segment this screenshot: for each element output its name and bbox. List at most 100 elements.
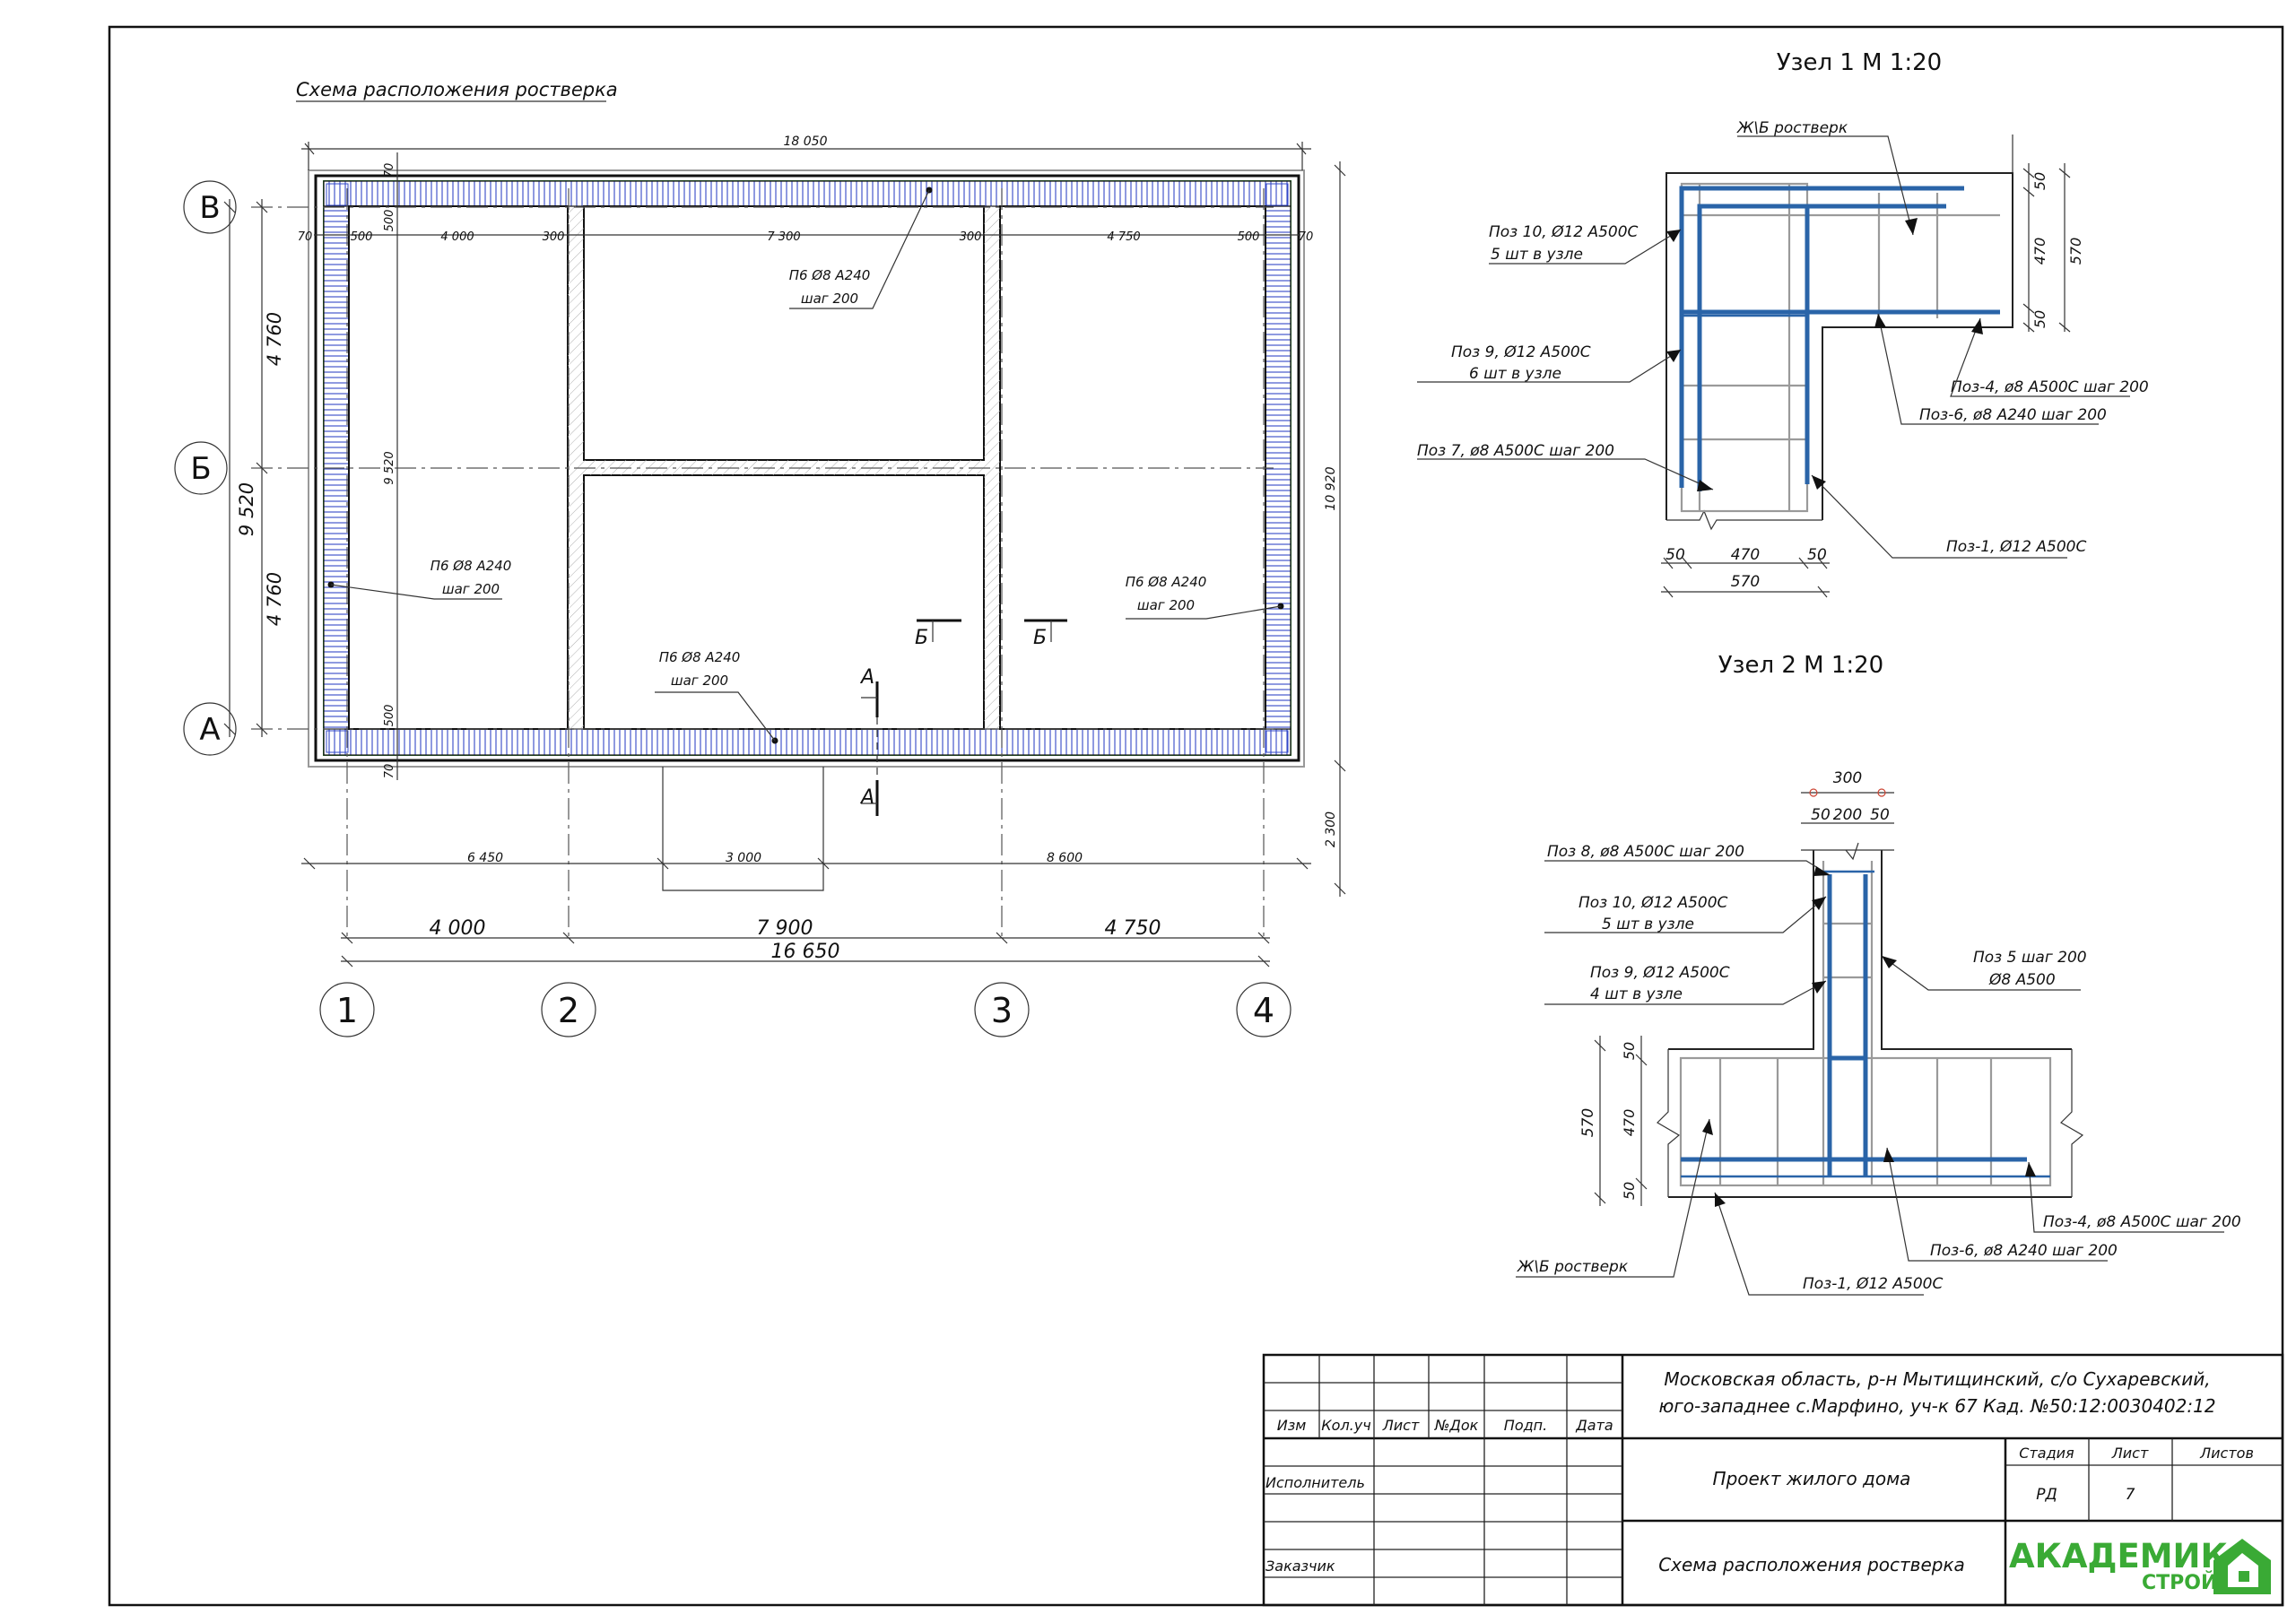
node2-poz8: Поз 8, ø8 А500С шаг 200 (1547, 843, 1744, 861)
tb-h-koluch: Кол.уч (1321, 1417, 1370, 1434)
dim-top-0: 70 (298, 230, 313, 244)
node2-vdim-570: 570 (1579, 1108, 1597, 1137)
dim-bot2-1: 7 900 (757, 917, 813, 940)
dim-9520: 9 520 (236, 482, 257, 536)
node1-poz4: Поз-4, ø8 А500С шаг 200 (1951, 378, 2149, 396)
logo-sub-text: СТРОЙ (2142, 1571, 2217, 1594)
node2-poz1: Поз-1, Ø12 А500С (1803, 1275, 1943, 1293)
axis-label-3: 3 (991, 991, 1013, 1030)
node-2-detail: Узел 2 М 1:20 300 50 200 50 (1516, 652, 2241, 1296)
node2-vdim-470: 470 (1621, 1109, 1638, 1137)
plan-title: Схема расположения ростверка (296, 79, 618, 100)
callout-2-l1: П6 Ø8 А240 (430, 558, 512, 574)
dim-4760-top: 4 760 (264, 312, 285, 366)
node1-vdim-570: 570 (2067, 238, 2084, 265)
node2-dim-300: 300 (1833, 769, 1862, 787)
tb-sheet: 7 (2126, 1486, 2135, 1504)
node1-dim-50a: 50 (1665, 546, 1685, 564)
axis-bubble-1 (319, 982, 375, 1037)
node1-dim-570: 570 (1731, 573, 1760, 591)
callout-3-l2: шаг 200 (671, 673, 728, 689)
node1-poz6: Поз-6, ø8 А240 шаг 200 (1919, 406, 2107, 424)
axis-bubble-2 (541, 982, 596, 1037)
dim-side-top-500: 500 (383, 210, 396, 232)
foundation-plan: Схема расположения ростверка (174, 79, 1346, 1037)
tb-h-podp: Подп. (1504, 1417, 1547, 1434)
node2-poz10-l1: Поз 10, Ø12 А500С (1578, 894, 1728, 912)
tb-customer: Заказчик (1265, 1558, 1335, 1575)
section-b-right: Б (1033, 627, 1047, 649)
dim-side-top-70: 70 (383, 163, 396, 178)
dim-overall-height: 10 920 (1324, 466, 1338, 510)
node1-title: Узел 1 М 1:20 (1777, 49, 1942, 76)
callout-4-l2: шаг 200 (1137, 597, 1195, 613)
dim-top-4: 7 300 (767, 230, 800, 244)
axis-label-4: 4 (1253, 991, 1274, 1030)
dim-top-6: 4 750 (1107, 230, 1140, 244)
callout-3-l1: П6 Ø8 А240 (659, 649, 741, 665)
axis-bubble-4 (1236, 982, 1292, 1037)
dim-side-bot-500: 500 (383, 705, 396, 727)
callout-2-l2: шаг 200 (442, 581, 500, 597)
tb-sheet-header: Лист (2111, 1445, 2149, 1462)
tb-h-ndok: №Док (1434, 1417, 1479, 1434)
axis-bubble-a (183, 702, 237, 756)
node2-poz4: Поз-4, ø8 А500С шаг 200 (2043, 1213, 2241, 1231)
node2-dim-50b: 50 (1870, 806, 1890, 824)
dim-bot2-0: 4 000 (430, 917, 486, 940)
dim-4760-bot: 4 760 (264, 572, 285, 626)
axis-bubble-v (183, 180, 237, 234)
dim-bot2-2: 4 750 (1105, 917, 1161, 940)
tb-h-list: Лист (1382, 1417, 1420, 1434)
dim-bot1-2: 8 600 (1047, 851, 1083, 865)
node2-vdim-50a: 50 (1621, 1042, 1638, 1060)
node1-poz9-l2: 6 шт в узле (1469, 365, 1561, 383)
beam-top (323, 180, 1292, 207)
node1-vdim-470: 470 (2031, 238, 2048, 265)
axis-label-v: В (199, 190, 220, 226)
beam-bottom (323, 728, 1292, 756)
dim-bot1-0: 6 450 (467, 851, 503, 865)
node2-dim-50a: 50 (1811, 806, 1831, 824)
node1-dim-470: 470 (1731, 546, 1760, 564)
axis-label-2: 2 (558, 991, 579, 1030)
tb-h-data: Дата (1575, 1417, 1613, 1434)
section-a-top: А (859, 666, 874, 689)
dim-2300: 2 300 (1324, 812, 1338, 847)
node1-dim-50b: 50 (1807, 546, 1827, 564)
dim-top-1: 500 (351, 230, 373, 244)
tb-sheets-header: Листов (2199, 1445, 2254, 1462)
cell-mid-top (583, 205, 985, 461)
tb-stage-header: Стадия (2019, 1445, 2074, 1462)
title-block: Изм Кол.уч Лист №Док Подп. Дата Исполнит… (1262, 1353, 2284, 1607)
node2-title: Узел 2 М 1:20 (1718, 652, 1883, 679)
tb-address-l1: Московская область, р-н Мытищинский, с/о… (1664, 1368, 2210, 1390)
logo-main-text: АКАДЕМИК (2009, 1537, 2228, 1575)
dim-side-bot-70: 70 (383, 764, 396, 779)
dim-inner-9520: 9 520 (383, 451, 396, 484)
axis-label-a: А (199, 712, 220, 748)
tb-executor: Исполнитель (1265, 1474, 1365, 1491)
node1-vdim-50b: 50 (2031, 310, 2048, 328)
dim-bot1-1: 3 000 (726, 851, 761, 865)
node1-poz10-l1: Поз 10, Ø12 А500С (1489, 223, 1639, 241)
dim-top-3: 300 (543, 230, 565, 244)
node1-vdim-50a: 50 (2031, 172, 2048, 190)
node2-rostverk-label: Ж\Б ростверк (1517, 1258, 1629, 1276)
node1-poz10-l2: 5 шт в узле (1491, 246, 1583, 264)
callout-4-l1: П6 Ø8 А240 (1126, 574, 1207, 590)
node1-poz1: Поз-1, Ø12 А500С (1946, 538, 2086, 556)
node-1-detail: Узел 1 М 1:20 Ж\Б ростверк Поз 10, Ø12 А… (1417, 49, 2149, 598)
tb-stage: РД (2036, 1486, 2057, 1504)
node2-poz5-l1: Поз 5 шаг 200 (1973, 949, 2087, 967)
node2-poz9-l2: 4 шт в узле (1590, 985, 1683, 1003)
node2-poz5-l2: Ø8 А500 (1988, 971, 2056, 989)
axis-label-1: 1 (336, 991, 358, 1030)
node2-poz6: Поз-6, ø8 А240 шаг 200 (1930, 1242, 2118, 1260)
section-b-left: Б (915, 627, 928, 649)
cell-mid-bottom (583, 474, 985, 730)
tb-h-izm: Изм (1277, 1417, 1307, 1434)
dim-top-8: 70 (1299, 230, 1314, 244)
tb-address-l2: юго-западнее с.Марфино, уч-к 67 Кад. №50… (1658, 1395, 2215, 1417)
